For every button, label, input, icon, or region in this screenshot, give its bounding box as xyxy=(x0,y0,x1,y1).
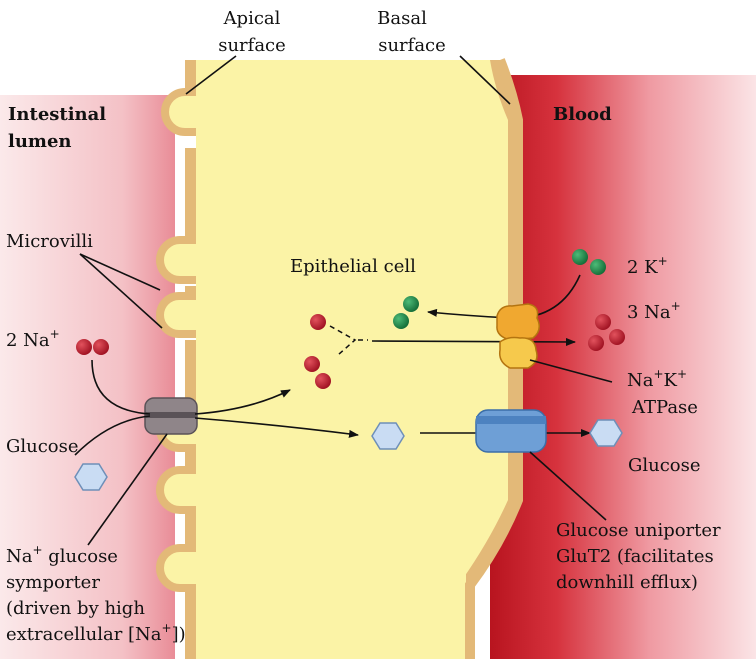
glucose-hexagon xyxy=(74,463,108,491)
potassium-ion xyxy=(393,313,409,329)
glucose-hexagon xyxy=(371,422,405,450)
left-glucose-label: Glucose xyxy=(6,436,79,457)
right-glucose-label: Glucose xyxy=(628,455,701,476)
blood-region xyxy=(490,75,756,659)
sodium-ion xyxy=(609,329,625,345)
right-sodium-label: 3 Na+ xyxy=(627,299,681,323)
sodium-efflux-arrow xyxy=(371,337,576,346)
microvilli-pointer-2 xyxy=(79,253,163,329)
symporter-label-line2: symporter xyxy=(6,572,100,593)
sodium-ion xyxy=(588,335,604,351)
blood-label: Blood xyxy=(553,104,612,125)
epithelial-cell-label: Epithelial cell xyxy=(290,256,416,277)
microvilli-label: Microvilli xyxy=(6,231,93,252)
symporter-protein xyxy=(144,397,198,435)
symporter-label-line4: extracellular [Na+]) xyxy=(6,621,186,645)
sodium-convergence-dashes xyxy=(329,325,357,356)
apical-surface-pointer xyxy=(185,55,237,95)
potassium-ion xyxy=(572,249,588,265)
symporter-label-line3: (driven by high xyxy=(6,598,145,619)
atpase-pointer xyxy=(529,359,613,383)
atpase-label-line2: ATPase xyxy=(631,397,698,418)
intestinal-lumen-region xyxy=(0,95,175,659)
glucose-release-arrow xyxy=(194,417,359,438)
uniporter-label-line2: GluT2 (facilitates xyxy=(556,546,714,567)
atpase-pump xyxy=(496,303,540,369)
sodium-ion xyxy=(76,339,92,355)
glut2-uniporter xyxy=(475,409,547,453)
left-sodium-label: 2 Na+ xyxy=(6,327,60,351)
sodium-ion xyxy=(93,339,109,355)
intestinal-lumen-label-line1: Intestinal xyxy=(8,104,106,125)
sodium-ion xyxy=(310,314,326,330)
symporter-label-line1: Na+ glucose xyxy=(6,543,118,567)
basal-surface-pointer xyxy=(459,55,511,105)
glucose-entry-path xyxy=(74,415,151,456)
potassium-ion xyxy=(403,296,419,312)
sodium-ion xyxy=(595,314,611,330)
microvilli-pointer-1 xyxy=(79,253,161,291)
sodium-ion xyxy=(315,373,331,389)
epithelial-cell xyxy=(156,58,523,659)
sodium-ion xyxy=(304,356,320,372)
glucose-hexagon xyxy=(589,419,623,447)
basal-surface-label-line1: Basal xyxy=(377,8,427,29)
basal-surface-label-line2: surface xyxy=(378,35,446,56)
sodium-entry-path xyxy=(91,359,151,415)
intestinal-lumen-label-line2: lumen xyxy=(8,131,72,152)
uniporter-label-line1: Glucose uniporter xyxy=(556,520,721,541)
symporter-pointer xyxy=(87,433,168,546)
atpase-label-line1: Na+K+ xyxy=(627,367,687,391)
uniporter-label-line3: downhill efflux) xyxy=(556,572,698,593)
apical-surface-label-line1: Apical xyxy=(223,8,281,29)
uniporter-pointer xyxy=(529,451,607,521)
sodium-release-arrow xyxy=(194,389,291,415)
potassium-ion xyxy=(590,259,606,275)
apical-surface-label-line2: surface xyxy=(218,35,286,56)
right-potassium-label: 2 K+ xyxy=(627,254,668,278)
